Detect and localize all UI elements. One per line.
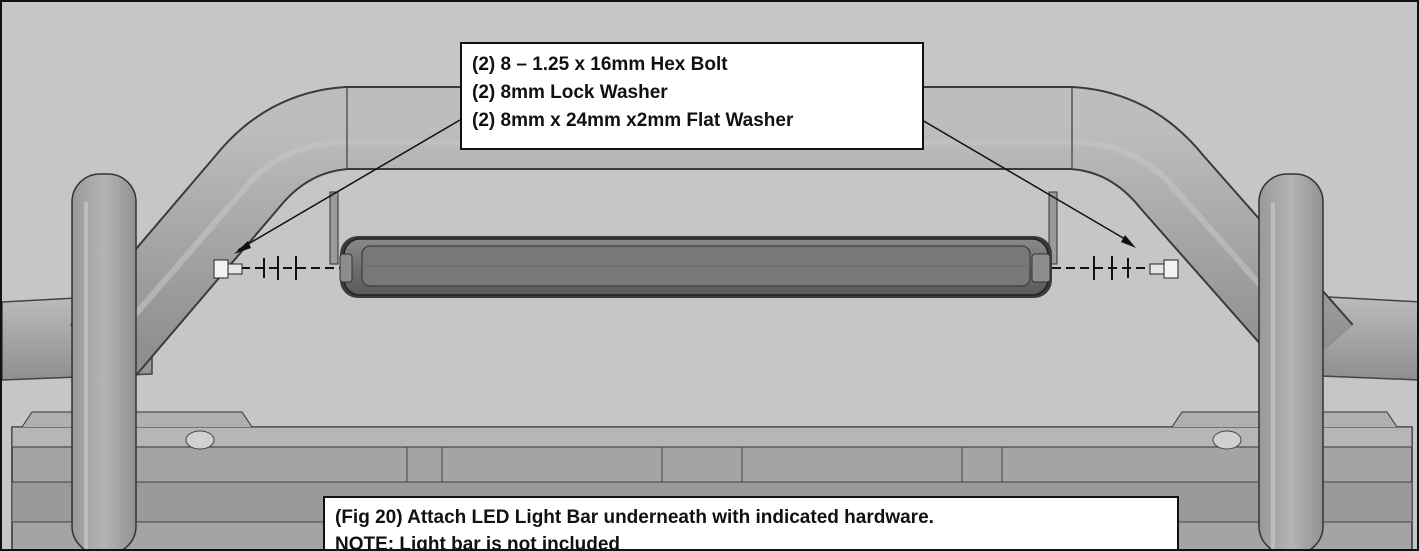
base-frame bbox=[11, 411, 1413, 549]
left-upright bbox=[71, 173, 137, 549]
leader-line-right bbox=[921, 119, 1136, 248]
figure-caption: (Fig 20) Attach LED Light Bar underneath… bbox=[323, 496, 1179, 551]
hardware-callout: (2) 8 – 1.25 x 16mm Hex Bolt (2) 8mm Loc… bbox=[460, 42, 924, 150]
left-hardware-stack bbox=[213, 256, 340, 280]
led-light-bar bbox=[339, 236, 1052, 298]
hardware-line-hex-bolt: (2) 8 – 1.25 x 16mm Hex Bolt bbox=[472, 54, 728, 75]
right-hardware-stack bbox=[1052, 256, 1179, 280]
right-bracket bbox=[1048, 191, 1058, 265]
right-upright bbox=[1258, 173, 1324, 549]
left-bracket bbox=[329, 191, 339, 265]
leader-line-left bbox=[234, 119, 461, 254]
hardware-line-flat-washer: (2) 8mm x 24mm x2mm Flat Washer bbox=[472, 110, 794, 131]
caption-instruction: (Fig 20) Attach LED Light Bar underneath… bbox=[335, 507, 934, 528]
hardware-line-lock-washer: (2) 8mm Lock Washer bbox=[472, 82, 668, 103]
caption-note: NOTE: Light bar is not included bbox=[335, 534, 620, 551]
